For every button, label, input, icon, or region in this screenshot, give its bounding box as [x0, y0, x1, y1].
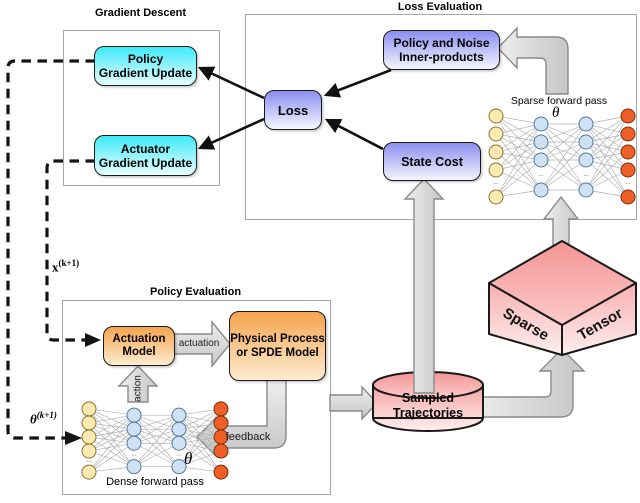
- inner-products-to-loss-arrow: [323, 68, 392, 98]
- actuation-arrow: [173, 320, 231, 368]
- dashed-flow-x: [45, 159, 101, 347]
- state-cost-box: State Cost: [383, 142, 481, 181]
- svg-text:...: ...: [131, 452, 136, 458]
- actuation-model-box: Actuation Model: [103, 326, 175, 366]
- svg-text:...: ...: [176, 452, 181, 458]
- policy-noise-inner-products-box: Policy and Noise Inner-products: [383, 30, 500, 70]
- dense-network-theta: θ: [184, 449, 193, 468]
- state-cost-to-loss-arrow: [324, 118, 384, 151]
- theta-next-label: θ(k+1): [30, 410, 57, 427]
- dashed-flow-theta: [6, 59, 95, 445]
- loss-evaluation-panel: [245, 14, 637, 220]
- action-arrow: [117, 364, 159, 403]
- loss-to-actuator-update-arrow: [197, 117, 265, 150]
- feedback-arrow-label: feedback: [225, 431, 271, 443]
- actuator-gradient-update-box: Actuator Gradient Update: [94, 135, 197, 176]
- sparse-network: ............: [486, 102, 638, 219]
- svg-text:...: ...: [86, 458, 91, 464]
- trajectories-to-state-cost-arrow: [403, 177, 445, 394]
- svg-text:...: ...: [538, 172, 543, 178]
- svg-text:...: ...: [625, 180, 630, 186]
- policy-gradient-update-box: Policy Gradient Update: [94, 46, 197, 86]
- dense-network-caption: Dense forward pass: [106, 476, 204, 488]
- trajectories-to-tensor-arrow: [469, 348, 586, 418]
- loss-box: Loss: [264, 90, 322, 130]
- sparse-network-to-inner-products-arrow: [497, 26, 569, 95]
- gradient-descent-title: Gradient Descent: [94, 7, 187, 19]
- action-arrow-label: action: [132, 375, 144, 402]
- sampled-trajectories-label: Sampled Trajectories: [392, 391, 464, 420]
- actuation-arrow-label: actuation: [178, 338, 220, 349]
- sparse-tensor-cube: [488, 240, 637, 356]
- svg-text:...: ...: [493, 180, 498, 186]
- loss-to-policy-update-arrow: [197, 66, 265, 100]
- sparse-network-caption: Sparse forward pass: [510, 95, 608, 107]
- policy-evaluation-title: Policy Evaluation: [149, 286, 242, 298]
- x-next-label: x(k+1): [52, 258, 80, 275]
- policy-eval-to-trajectories-arrow: [329, 385, 378, 421]
- svg-text:...: ...: [218, 458, 223, 464]
- loss-evaluation-title: Loss Evaluation: [397, 1, 483, 13]
- gradient-descent-panel: [63, 30, 220, 186]
- sparse-network-theta: θ: [552, 105, 560, 121]
- svg-text:...: ...: [583, 172, 588, 178]
- dense-network: ............: [79, 398, 231, 492]
- physical-process-box: Physical Process or SPDE Model: [229, 311, 326, 381]
